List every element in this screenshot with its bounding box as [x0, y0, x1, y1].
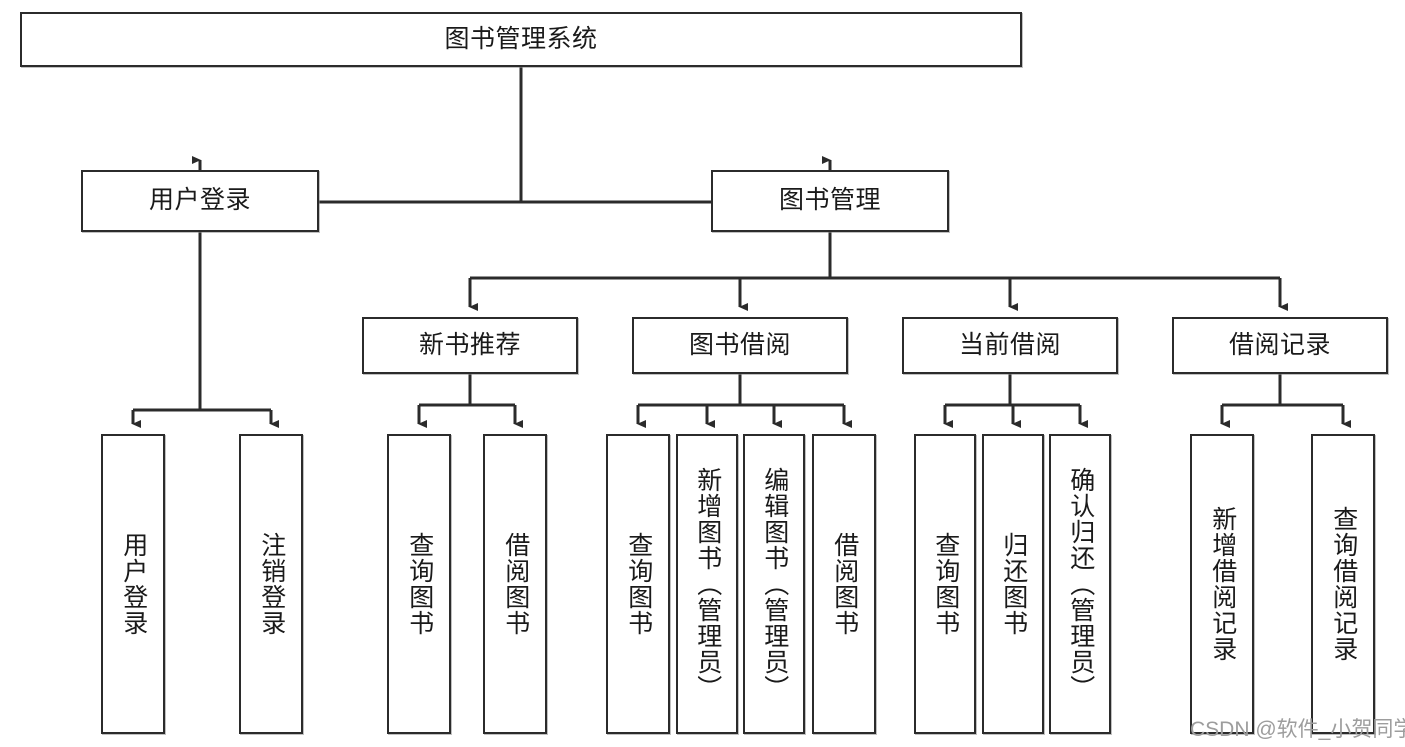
node-label: 查询借阅记录 — [1329, 506, 1358, 662]
node-label: 确认归还（管理员） — [1066, 467, 1095, 701]
node-label: 新增借阅记录 — [1208, 506, 1237, 662]
node-leaf-borrow-book-2[interactable]: 借阅图书 — [812, 434, 876, 734]
node-book-manage[interactable]: 图书管理 — [711, 170, 949, 232]
node-label: 图书管理系统 — [444, 24, 598, 53]
node-leaf-query-book-1[interactable]: 查询图书 — [387, 434, 451, 734]
node-current-borrow[interactable]: 当前借阅 — [902, 317, 1118, 374]
node-leaf-query-borrow-record[interactable]: 查询借阅记录 — [1311, 434, 1375, 734]
node-leaf-confirm-return-admin[interactable]: 确认归还（管理员） — [1049, 434, 1111, 734]
node-book-borrow[interactable]: 图书借阅 — [632, 317, 848, 374]
node-label: 借阅记录 — [1228, 330, 1331, 359]
node-leaf-query-book-2[interactable]: 查询图书 — [606, 434, 670, 734]
node-label: 当前借阅 — [958, 330, 1061, 359]
node-label: 借阅图书 — [830, 532, 859, 636]
node-label: 新增图书（管理员） — [693, 467, 722, 701]
node-label: 查询图书 — [405, 532, 434, 636]
node-label: 查询图书 — [931, 532, 960, 636]
node-leaf-user-login[interactable]: 用户登录 — [101, 434, 165, 734]
node-label: 用户登录 — [119, 532, 148, 636]
node-label: 编辑图书（管理员） — [760, 467, 789, 701]
node-leaf-add-borrow-record[interactable]: 新增借阅记录 — [1190, 434, 1254, 734]
node-label: 图书借阅 — [688, 330, 791, 359]
node-root[interactable]: 图书管理系统 — [20, 12, 1022, 67]
node-leaf-query-book-3[interactable]: 查询图书 — [914, 434, 976, 734]
node-label: 新书推荐 — [418, 330, 521, 359]
node-leaf-add-book-admin[interactable]: 新增图书（管理员） — [676, 434, 738, 734]
node-label: 归还图书 — [999, 532, 1028, 636]
node-label: 借阅图书 — [501, 532, 530, 636]
node-leaf-edit-book-admin[interactable]: 编辑图书（管理员） — [743, 434, 805, 734]
node-label: 注销登录 — [257, 532, 286, 636]
node-label: 图书管理 — [778, 186, 881, 215]
node-leaf-borrow-book-1[interactable]: 借阅图书 — [483, 434, 547, 734]
node-new-book-recommend[interactable]: 新书推荐 — [362, 317, 578, 374]
node-leaf-return-book[interactable]: 归还图书 — [982, 434, 1044, 734]
node-user-login[interactable]: 用户登录 — [81, 170, 319, 232]
node-leaf-logout[interactable]: 注销登录 — [239, 434, 303, 734]
node-label: 查询图书 — [624, 532, 653, 636]
node-borrow-record[interactable]: 借阅记录 — [1172, 317, 1388, 374]
node-label: 用户登录 — [148, 186, 251, 215]
